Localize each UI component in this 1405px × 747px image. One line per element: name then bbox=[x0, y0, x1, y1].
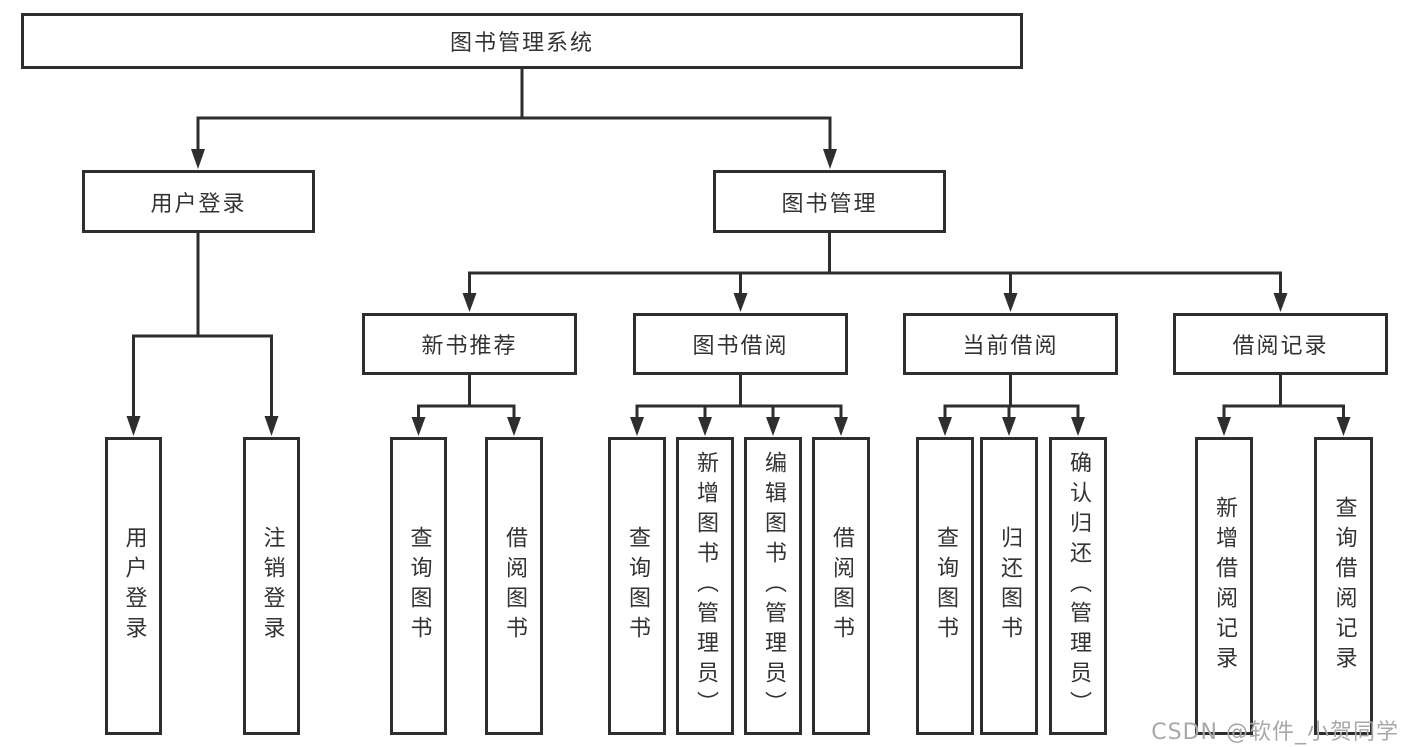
leaf-borrow-books-recommend: 借阅图书 bbox=[485, 437, 543, 735]
node-book-borrowing: 图书借阅 bbox=[633, 313, 848, 375]
node-book-management: 图书管理 bbox=[713, 170, 946, 233]
node-user-login: 用户登录 bbox=[82, 170, 315, 233]
node-root-library-system: 图书管理系统 bbox=[21, 13, 1023, 69]
watermark: CSDN @软件_小贺同学 bbox=[1151, 720, 1399, 745]
leaf-borrow-books-borrowing: 借阅图书 bbox=[812, 437, 870, 735]
leaf-edit-book-admin: 编辑图书（管理员） bbox=[744, 437, 802, 735]
leaf-confirm-return-admin: 确认归还（管理员） bbox=[1049, 437, 1107, 735]
leaf-user-login: 用户登录 bbox=[105, 437, 162, 735]
node-current-borrowing: 当前借阅 bbox=[903, 313, 1118, 375]
node-new-book-recommend: 新书推荐 bbox=[362, 313, 577, 375]
leaf-return-books: 归还图书 bbox=[980, 437, 1038, 735]
leaf-query-books-borrowing: 查询图书 bbox=[608, 437, 666, 735]
leaf-query-books-recommend: 查询图书 bbox=[390, 437, 447, 735]
leaf-logout: 注销登录 bbox=[243, 437, 300, 735]
leaf-query-books-current: 查询图书 bbox=[916, 437, 974, 735]
node-borrowing-records: 借阅记录 bbox=[1173, 313, 1388, 375]
leaf-add-borrow-record: 新增借阅记录 bbox=[1195, 437, 1253, 735]
leaf-query-borrow-record: 查询借阅记录 bbox=[1314, 437, 1373, 735]
leaf-add-book-admin: 新增图书（管理员） bbox=[676, 437, 734, 735]
